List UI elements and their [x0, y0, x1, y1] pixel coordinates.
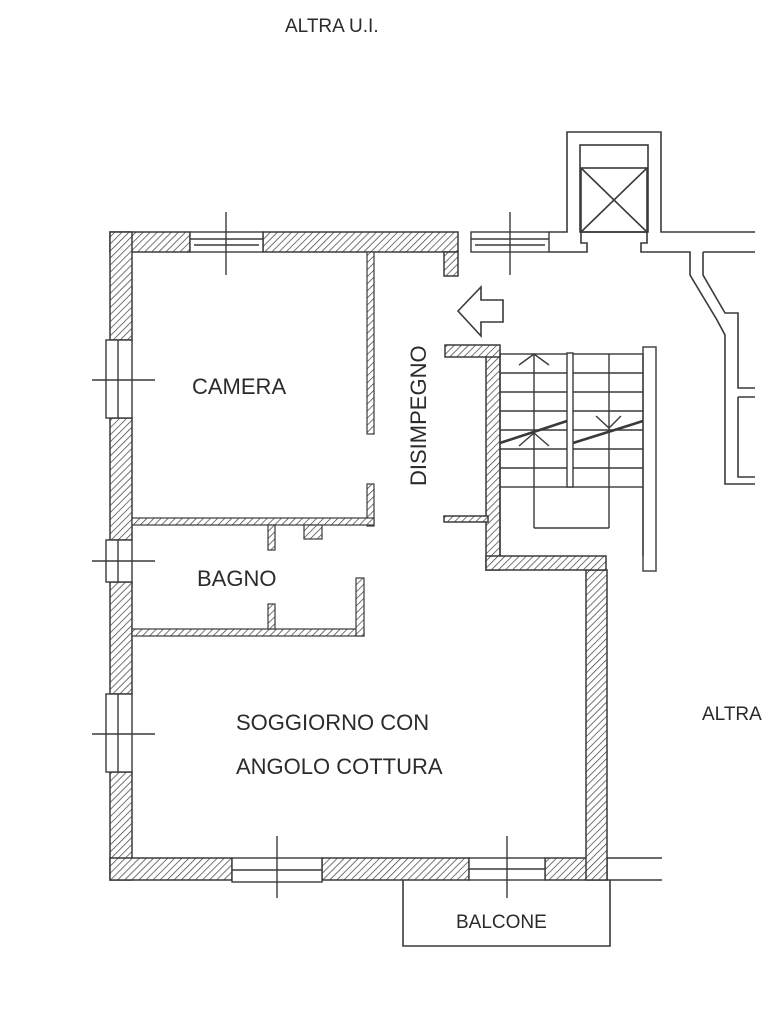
windows: [92, 212, 550, 898]
balcony: [402, 880, 611, 947]
staircase-icon: [499, 346, 657, 572]
elevator-shaft-icon: [549, 131, 755, 485]
room-label-soggiorno-line1: SOGGIORNO CON: [236, 710, 430, 735]
room-label-balcone: BALCONE: [456, 912, 547, 933]
entrance-arrow-icon: [456, 285, 504, 339]
room-label-disimpegno: DISIMPEGNO: [406, 345, 431, 486]
right-neighbor-label: ALTRA: [702, 704, 762, 725]
room-label-camera: CAMERA: [192, 374, 287, 399]
room-label-soggiorno-line2: ANGOLO COTTURA: [236, 754, 443, 779]
top-neighbor-label: ALTRA U.I.: [285, 16, 379, 37]
interior-walls: [131, 251, 375, 637]
right-neighbor-walls: [607, 857, 662, 881]
exterior-walls: [109, 231, 608, 881]
room-label-bagno: BAGNO: [197, 566, 277, 591]
